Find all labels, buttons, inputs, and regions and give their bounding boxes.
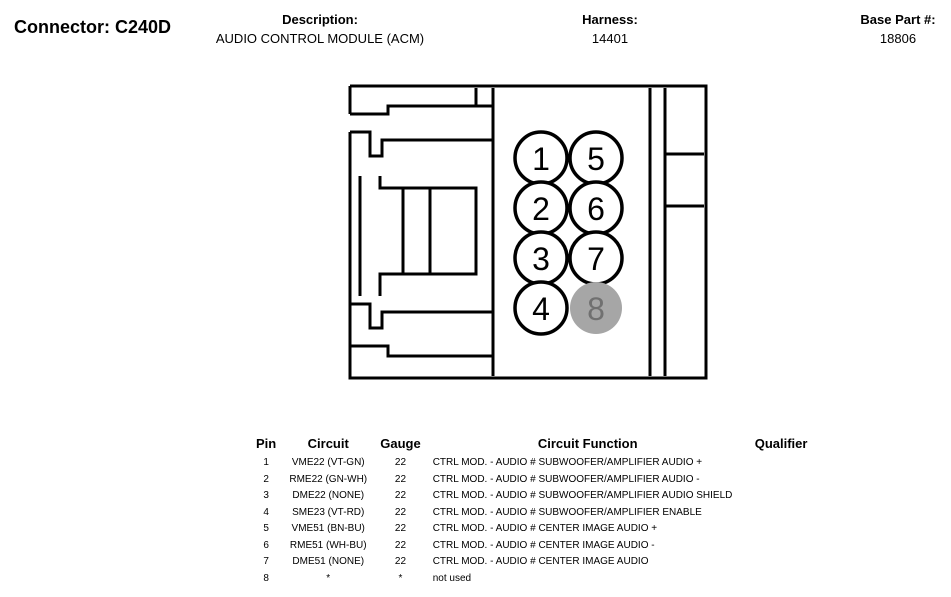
pin-cell: 5 [263, 523, 269, 535]
table-row: 3 DME22 (NONE) 22 CTRL MOD. - AUDIO # SU… [250, 488, 813, 505]
gauge-cell: 22 [394, 473, 407, 485]
latch-top-step [350, 104, 492, 116]
pin-cavity-8 [570, 282, 622, 334]
table-row: 8 * * not used [250, 571, 813, 588]
table-row: 7 DME51 (NONE) 22 CTRL MOD. - AUDIO # CE… [250, 554, 813, 571]
function-cell: CTRL MOD. - AUDIO # SUBWOOFER/AMPLIFIER … [432, 473, 700, 485]
pin-number-label: 7 [587, 241, 605, 277]
function-cell: not used [432, 572, 472, 584]
pin-number-label: 6 [587, 191, 605, 227]
table-row: 1 VME22 (VT-GN) 22 CTRL MOD. - AUDIO # S… [250, 455, 813, 472]
qualifier-cell [749, 538, 814, 555]
gauge-cell: 22 [394, 539, 407, 551]
description-label: Description: [282, 12, 358, 27]
table-row: 6 RME51 (WH-BU) 22 CTRL MOD. - AUDIO # C… [250, 538, 813, 555]
gauge-cell: 22 [394, 556, 407, 568]
gauge-cell: * [398, 572, 403, 584]
latch-lock-block [378, 176, 478, 296]
circuit-cell: RME51 (WH-BU) [289, 539, 367, 551]
qualifier-cell [749, 571, 814, 588]
pin-cell: 7 [263, 556, 269, 568]
pin-cell: 4 [263, 506, 269, 518]
header-qualifier: Qualifier [754, 436, 808, 451]
base-part-value: 18806 [879, 31, 917, 46]
header-circuit-function: Circuit Function [537, 436, 638, 451]
qualifier-cell [749, 521, 814, 538]
function-cell: CTRL MOD. - AUDIO # CENTER IMAGE AUDIO + [432, 523, 658, 535]
function-cell: CTRL MOD. - AUDIO # CENTER IMAGE AUDIO - [432, 539, 655, 551]
function-cell: CTRL MOD. - AUDIO # SUBWOOFER/AMPLIFIER … [432, 506, 702, 518]
pin-number-label: 4 [532, 291, 550, 327]
pin-number-label: 5 [587, 141, 605, 177]
qualifier-cell [749, 455, 814, 472]
circuit-cell: DME51 (NONE) [292, 556, 365, 568]
connector-face-diagram: 1 2 3 4 5 6 7 8 [348, 84, 708, 380]
function-cell: CTRL MOD. - AUDIO # CENTER IMAGE AUDIO [432, 556, 649, 568]
pin-cell: 1 [263, 457, 269, 469]
connector-title: Connector: C240D [14, 17, 172, 37]
circuit-cell: VME51 (BN-BU) [291, 523, 365, 535]
pinout-header-row: Pin Circuit Gauge Circuit Function Quali… [250, 436, 813, 455]
latch-bottom-step [350, 344, 492, 358]
table-row: 2 RME22 (GN-WH) 22 CTRL MOD. - AUDIO # S… [250, 472, 813, 489]
gauge-cell: 22 [394, 523, 407, 535]
gauge-cell: 22 [394, 490, 407, 502]
pin-number-label: 1 [532, 141, 550, 177]
latch-bracket-top [350, 130, 492, 158]
pin-cell: 6 [263, 539, 269, 551]
harness-block: Harness: 14401 [560, 12, 660, 46]
pin-number-label: 8 [587, 291, 605, 327]
qualifier-cell [749, 472, 814, 489]
function-cell: CTRL MOD. - AUDIO # SUBWOOFER/AMPLIFIER … [432, 457, 703, 469]
base-part-label: Base Part #: [860, 12, 936, 27]
circuit-cell: VME22 (VT-GN) [291, 457, 365, 469]
harness-label: Harness: [582, 12, 638, 27]
function-cell: CTRL MOD. - AUDIO # SUBWOOFER/AMPLIFIER … [432, 490, 733, 502]
connector-housing-outline [348, 84, 708, 380]
circuit-cell: * [326, 572, 331, 584]
pin-cell: 2 [263, 473, 269, 485]
pinout-table: Pin Circuit Gauge Circuit Function Quali… [250, 436, 813, 587]
table-row: 4 SME23 (VT-RD) 22 CTRL MOD. - AUDIO # S… [250, 505, 813, 522]
description-value: AUDIO CONTROL MODULE (ACM) [215, 31, 425, 46]
description-block: Description: AUDIO CONTROL MODULE (ACM) [200, 12, 440, 46]
circuit-cell: RME22 (GN-WH) [289, 473, 368, 485]
table-row: 5 VME51 (BN-BU) 22 CTRL MOD. - AUDIO # C… [250, 521, 813, 538]
header-circuit: Circuit [307, 436, 349, 451]
header-gauge: Gauge [380, 436, 421, 451]
header-pin: Pin [256, 436, 277, 451]
pin-cavity-group: 1 2 3 4 5 6 7 8 [513, 130, 624, 336]
pin-cell: 8 [263, 572, 269, 584]
pin-number-label: 3 [532, 241, 550, 277]
qualifier-cell [749, 554, 814, 571]
circuit-cell: DME22 (NONE) [292, 490, 365, 502]
pin-cavity-4 [513, 280, 569, 336]
base-part-block: Base Part #: 18806 [850, 12, 946, 46]
pin-number-label: 2 [532, 191, 550, 227]
latch-bracket-bottom [350, 302, 492, 330]
qualifier-cell [749, 488, 814, 505]
qualifier-cell [749, 505, 814, 522]
circuit-cell: SME23 (VT-RD) [292, 506, 365, 518]
pin-cell: 3 [263, 490, 269, 502]
gauge-cell: 22 [394, 457, 407, 469]
gauge-cell: 22 [394, 506, 407, 518]
harness-value: 14401 [591, 31, 629, 46]
